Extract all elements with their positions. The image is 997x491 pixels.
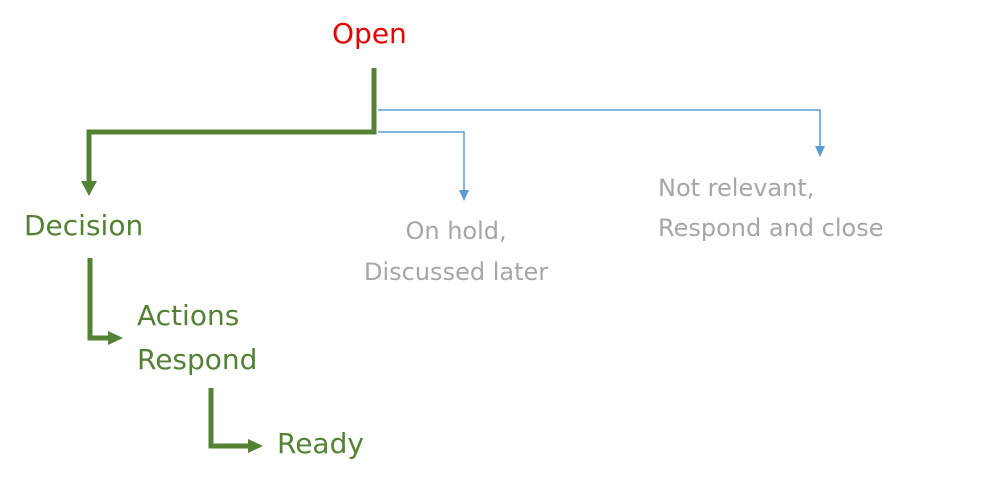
node-actions-respond: Actions Respond (137, 294, 257, 382)
node-not-relevant-line-2: Respond and close (658, 214, 884, 242)
connector-open-to-on-hold (378, 131, 465, 192)
node-ready: Ready (277, 426, 364, 462)
arrowhead-on-hold (459, 190, 469, 201)
node-open-label: Open (332, 17, 407, 50)
arrowhead-not-relevant (815, 146, 825, 157)
connector-open-to-not-relevant (378, 109, 821, 148)
node-actions-line-1: Actions (137, 299, 240, 332)
arrowhead-actions (108, 331, 123, 345)
connector-open-to-decision (86, 68, 377, 182)
connector-actions-to-ready (208, 388, 250, 449)
node-decision: Decision (24, 208, 143, 244)
node-not-relevant: Not relevant, Respond and close (658, 168, 883, 248)
node-on-hold: On hold, Discussed later (364, 211, 548, 293)
node-actions-line-2: Respond (137, 343, 258, 376)
arrowhead-ready (248, 439, 263, 453)
node-open: Open (332, 16, 407, 52)
connector-decision-to-actions (87, 258, 110, 341)
node-not-relevant-line-1: Not relevant, (658, 174, 815, 202)
node-decision-label: Decision (24, 209, 144, 242)
node-on-hold-line-1: On hold, (405, 217, 507, 245)
node-ready-label: Ready (277, 427, 364, 460)
node-on-hold-line-2: Discussed later (364, 258, 549, 286)
arrowhead-decision (81, 181, 97, 196)
